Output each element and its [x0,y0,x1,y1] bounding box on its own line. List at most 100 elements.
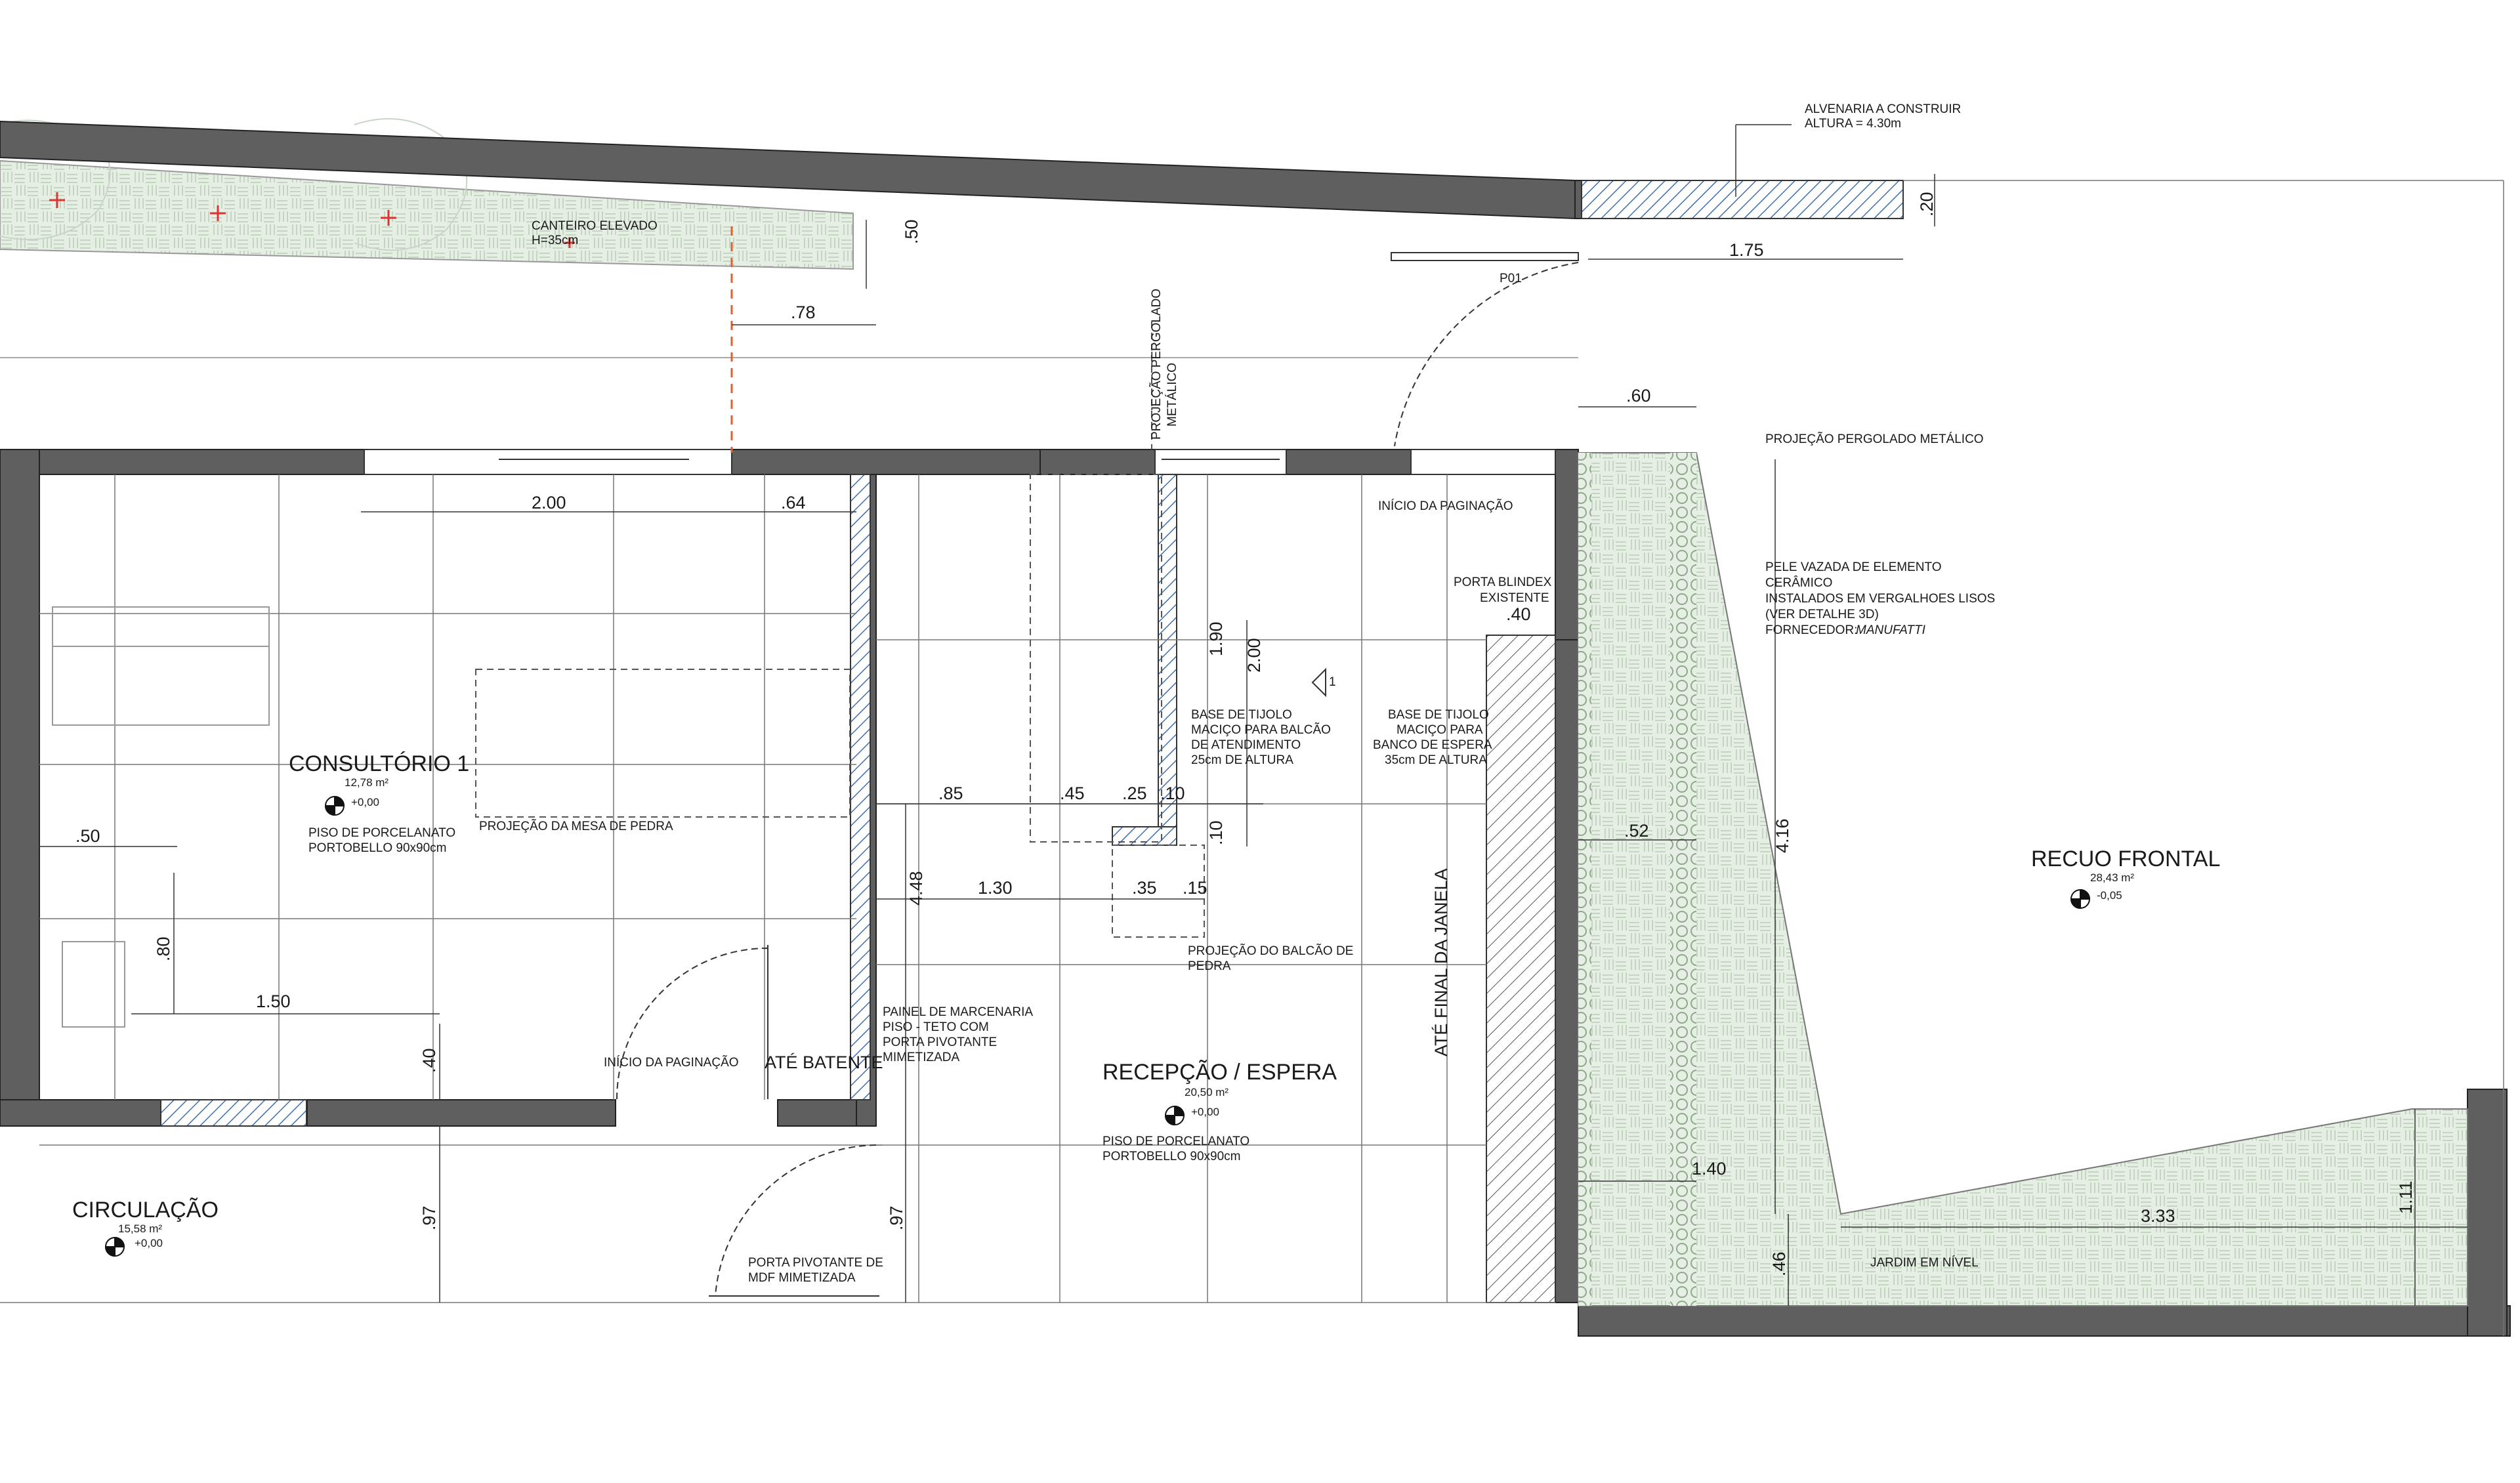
room-consultorio-floor-1: PISO DE PORCELANATO [308,826,455,840]
windows [364,449,1556,475]
note-banco-2: MACIÇO PARA [1396,723,1483,737]
dim-175: 1.75 [1729,240,1764,260]
dim-50-top: .50 [902,219,921,244]
room-circulacao-area: 15,58 m² [118,1222,162,1235]
room-recepcao-name: RECEPÇÃO / ESPERA [1102,1060,1337,1085]
room-labels: CONSULTÓRIO 1 12,78 m² +0,00 PISO DE POR… [72,751,2220,1249]
labels: CANTEIRO ELEVADO H=35cm ALVENARIA A CONS… [479,102,1995,1285]
dim-10a: .10 [1160,783,1185,803]
note-ate-final-janela: ATÉ FINAL DA JANELA [1431,868,1451,1056]
room-consultorio-area: 12,78 m² [345,776,388,789]
dim-150: 1.50 [256,992,291,1011]
note-painel-3: PORTA PIVOTANTE [883,1035,997,1049]
dim-97b: .97 [887,1205,906,1230]
tree-canopy-outline [0,118,468,251]
door-tag-p01: P01 [1500,272,1522,285]
note-balcao-4: 25cm DE ALTURA [1191,753,1293,767]
note-proj-balcao-2: PEDRA [1188,959,1231,973]
section-marker-label: 1 [1329,675,1336,689]
room-circulacao-name: CIRCULAÇÃO [72,1198,219,1222]
note-canteiro-1: CANTEIRO ELEVADO [532,219,658,233]
dim-97a: .97 [419,1205,439,1230]
dim-416: 4.16 [1773,818,1792,853]
note-painel-2: PISO - TETO COM [883,1020,989,1034]
furniture [52,606,270,1028]
dimension-lines [39,124,2468,1306]
room-consultorio-floor-2: PORTOBELLO 90x90cm [308,841,447,855]
note-banco-1: BASE DE TIJOLO [1388,708,1489,722]
dim-15: .15 [1183,878,1208,898]
dim-40-blindex: .40 [1506,604,1531,624]
note-painel-4: MIMETIZADA [883,1051,959,1064]
level-markers [104,795,2091,1257]
dashed-projections [475,322,1205,938]
dim-20: .20 [1917,192,1937,217]
note-pergolado-v1: PROJEÇÃO PERGOLADO [1149,289,1164,440]
dim-111: 1.11 [2396,1180,2416,1214]
dim-52: .52 [1624,821,1649,841]
dim-78: .78 [791,303,816,322]
dim-448: 4.48 [906,871,926,906]
room-recepcao-area: 20,50 m² [1185,1086,1228,1098]
note-pergolado-v2: METÁLICO [1166,363,1179,427]
note-blindex-1: PORTA BLINDEX [1454,575,1552,589]
dim-46: .46 [1769,1251,1789,1276]
note-balcao-3: DE ATENDIMENTO [1191,738,1301,752]
note-pele-4: (VER DETALHE 3D) [1765,608,1879,621]
room-recuo-level: -0,05 [2097,889,2122,902]
note-blindex-2: EXISTENTE [1480,591,1549,605]
dim-80: .80 [154,936,173,961]
room-recepcao-level: +0,00 [1191,1106,1219,1118]
note-pele-6: MANUFATTI [1856,623,1926,637]
note-pele-5: FORNECEDOR: [1765,623,1857,637]
room-recuo-name: RECUO FRONTAL [2031,846,2220,871]
room-recuo-area: 28,43 m² [2090,871,2134,884]
room-consultorio-name: CONSULTÓRIO 1 [289,751,469,776]
dim-60: .60 [1626,386,1651,406]
note-inicio-paginacao-2: INÍCIO DA PAGINAÇÃO [604,1055,739,1070]
note-balcao-1: BASE DE TIJOLO [1191,708,1292,722]
dim-333: 3.33 [2141,1206,2175,1226]
hatched-elements [160,180,1904,1127]
note-porta-pivotante-1: PORTA PIVOTANTE DE [748,1256,883,1270]
note-balcao-2: MACIÇO PARA BALCÃO [1191,722,1331,737]
dim-50-left: .50 [75,826,100,846]
dim-45: .45 [1060,783,1085,803]
note-alvenaria-2: ALTURA = 4.30m [1805,117,1901,131]
room-recepcao-floor-1: PISO DE PORCELANATO [1102,1135,1250,1148]
note-pele-2: CERÂMICO [1765,575,1832,590]
dim-190: 1.90 [1206,621,1226,656]
note-pele-3: INSTALADOS EM VERGALHOES LISOS [1765,592,1995,606]
note-pele-1: PELE VAZADA DE ELEMENTO [1765,560,1942,574]
note-proj-balcao-1: PROJEÇÃO DO BALCÃO DE [1188,944,1353,958]
note-jardim: JARDIM EM NÍVEL [1870,1256,1979,1270]
note-inicio-paginacao-1: INÍCIO DA PAGINAÇÃO [1378,499,1513,513]
dim-85: .85 [938,783,963,803]
tile-grid [0,180,2504,1336]
note-canteiro-2: H=35cm [532,234,578,247]
dim-200h: 2.00 [532,493,566,512]
dimension-texts: .50 .78 .20 1.75 .60 2.00 .64 .40 1.90 2… [75,192,2416,1276]
note-ate-batente: ATÉ BATENTE [765,1053,883,1072]
note-alvenaria-1: ALVENARIA A CONSTRUIR [1805,102,1961,116]
doors [616,252,1579,1297]
note-porta-pivotante-2: MDF MIMETIZADA [748,1271,856,1285]
jardim-em-nivel [1578,452,2468,1306]
note-mesa: PROJEÇÃO DA MESA DE PEDRA [479,819,673,833]
dim-130: 1.30 [978,878,1013,898]
room-consultorio-level: +0,00 [351,796,379,808]
dim-200v: 2.00 [1244,638,1264,673]
dim-35: .35 [1132,878,1157,898]
room-circulacao-level: +0,00 [135,1237,163,1249]
dim-10b: .10 [1206,820,1226,845]
room-recepcao-floor-2: PORTOBELLO 90x90cm [1102,1150,1241,1163]
canteiro-elevado [0,118,854,270]
dim-140: 1.40 [1692,1159,1727,1179]
plant-markers [49,192,575,248]
dim-64: .64 [781,493,806,512]
note-painel-1: PAINEL DE MARCENARIA [883,1005,1033,1019]
dim-25: .25 [1122,783,1147,803]
note-pergolado-h: PROJEÇÃO PERGOLADO METÁLICO [1765,432,1984,446]
section-marker-icon [1311,667,1326,698]
